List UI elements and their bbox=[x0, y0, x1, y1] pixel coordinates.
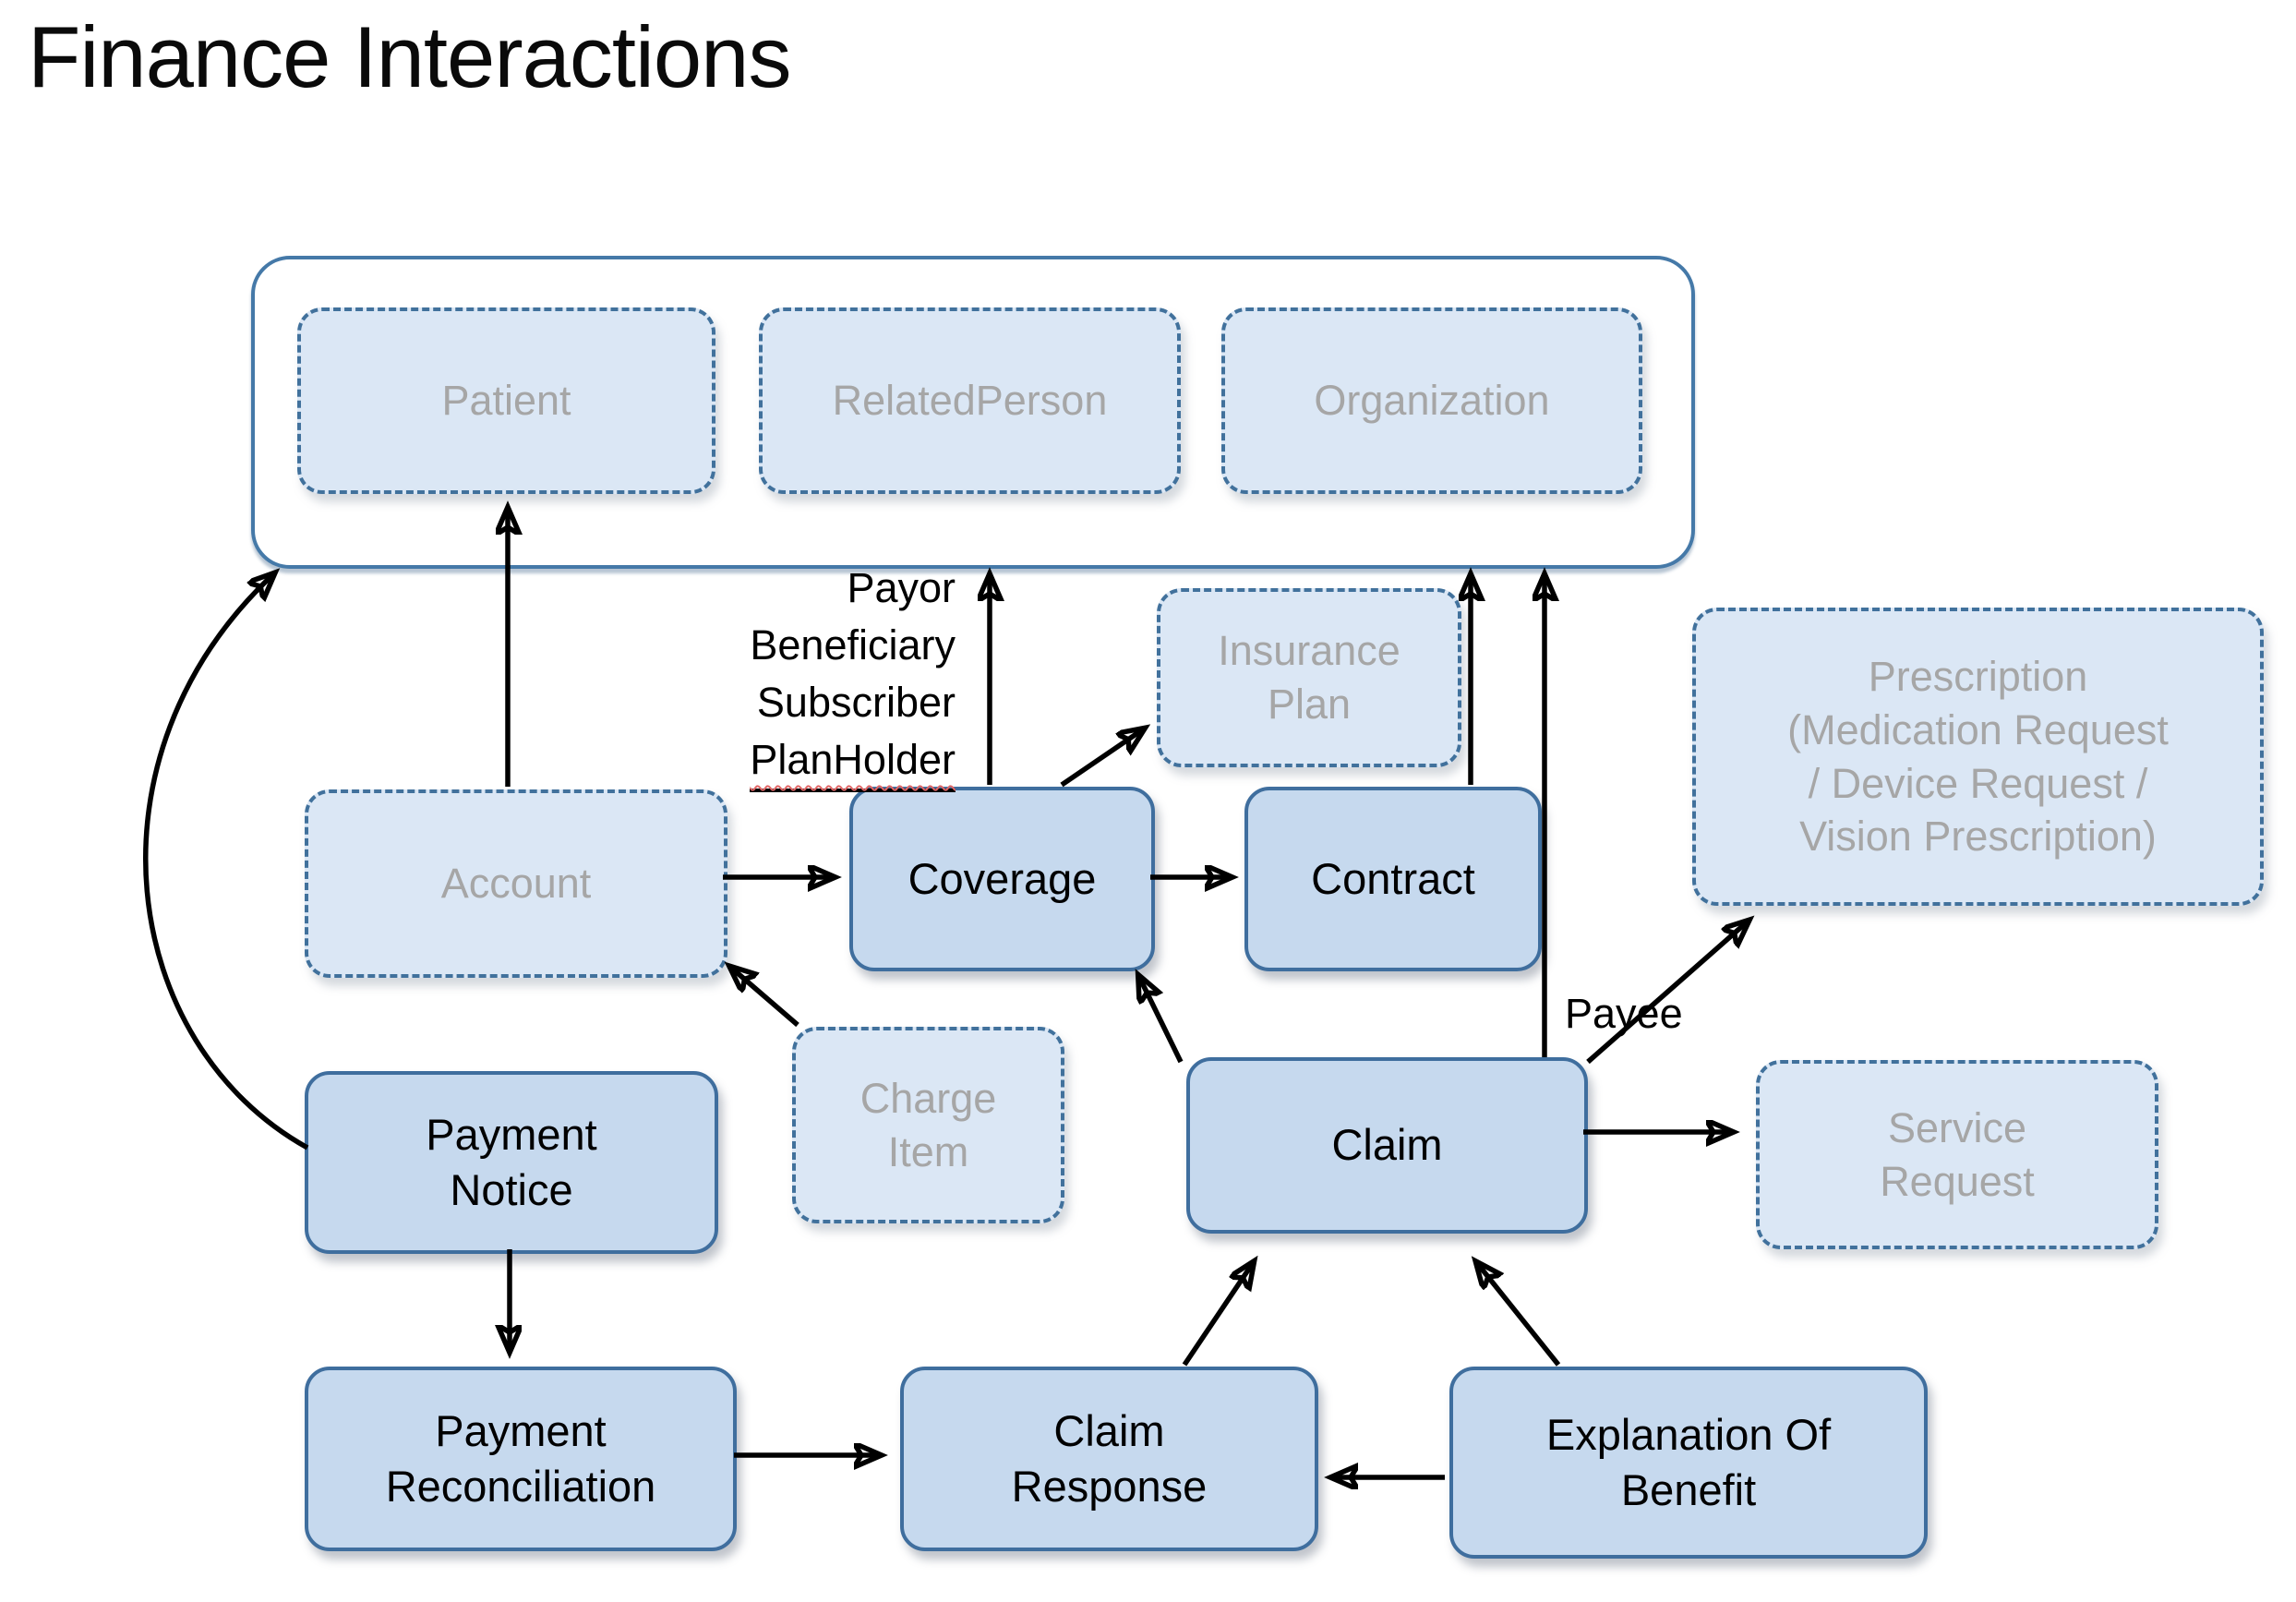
node-claim-response-label: Claim Response bbox=[1011, 1405, 1208, 1511]
arrow-claim-to-coverage bbox=[1139, 977, 1184, 1064]
node-related-person: RelatedPerson bbox=[759, 307, 1181, 494]
label-planholder: PlanHolder bbox=[750, 731, 956, 792]
label-coverage-references: Payor Beneficiary Subscriber PlanHolder bbox=[577, 560, 956, 792]
arrow-payment-notice-to-party-group bbox=[142, 574, 309, 1150]
page-title: Finance Interactions bbox=[28, 8, 791, 105]
node-charge-item-label: Charge Item bbox=[859, 1074, 997, 1175]
node-account-label: Account bbox=[440, 860, 592, 908]
node-charge-item: Charge Item bbox=[792, 1027, 1064, 1223]
node-payment-reconciliation-label: Payment Reconciliation bbox=[385, 1405, 656, 1511]
node-patient: Patient bbox=[297, 307, 715, 494]
node-claim-response: Claim Response bbox=[900, 1367, 1318, 1551]
node-organization-label: Organization bbox=[1314, 377, 1550, 425]
node-payment-notice: Payment Notice bbox=[305, 1071, 718, 1254]
node-prescription: Prescription (Medication Request / Devic… bbox=[1692, 608, 2264, 906]
node-coverage-label: Coverage bbox=[908, 853, 1097, 903]
label-payor: Payor bbox=[847, 564, 956, 611]
node-claim-label: Claim bbox=[1331, 1120, 1443, 1170]
node-explanation-of-benefit-label: Explanation Of Benefit bbox=[1545, 1409, 1832, 1514]
node-patient-label: Patient bbox=[441, 377, 571, 425]
node-related-person-label: RelatedPerson bbox=[832, 377, 1108, 425]
label-subscriber: Subscriber bbox=[756, 679, 956, 726]
node-prescription-label: Prescription (Medication Request / Devic… bbox=[1787, 653, 2169, 861]
node-service-request: Service Request bbox=[1756, 1060, 2158, 1249]
arrow-charge-item-to-account bbox=[731, 968, 799, 1028]
label-payee: Payee bbox=[1565, 990, 1683, 1037]
label-beneficiary: Beneficiary bbox=[750, 621, 956, 669]
node-claim: Claim bbox=[1186, 1057, 1588, 1234]
node-payment-notice-label: Payment Notice bbox=[426, 1109, 597, 1214]
node-explanation-of-benefit: Explanation Of Benefit bbox=[1449, 1367, 1928, 1559]
node-payment-reconciliation: Payment Reconciliation bbox=[305, 1367, 737, 1551]
node-contract: Contract bbox=[1244, 787, 1542, 971]
node-insurance-plan-label: Insurance Plan bbox=[1218, 627, 1400, 728]
arrow-explanation-of-benefit-to-claim bbox=[1477, 1263, 1561, 1367]
arrow-claim-response-to-claim bbox=[1182, 1263, 1253, 1367]
node-service-request-label: Service Request bbox=[1880, 1103, 2035, 1205]
node-coverage: Coverage bbox=[849, 787, 1155, 971]
arrow-coverage-to-insurance-plan bbox=[1060, 729, 1143, 788]
node-insurance-plan: Insurance Plan bbox=[1157, 588, 1461, 767]
node-contract-label: Contract bbox=[1311, 853, 1475, 903]
node-account: Account bbox=[305, 789, 727, 978]
node-organization: Organization bbox=[1221, 307, 1642, 494]
